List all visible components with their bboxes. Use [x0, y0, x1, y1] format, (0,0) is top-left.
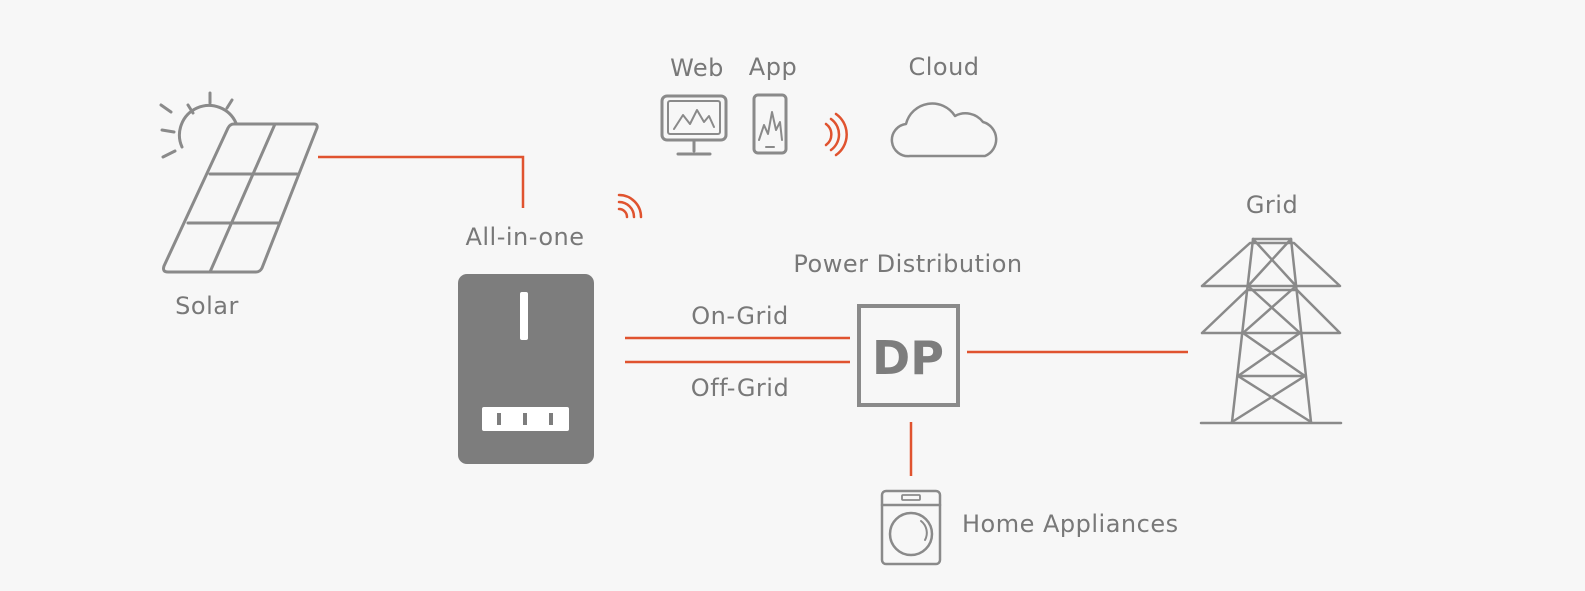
inverter-wifi-icon [617, 193, 643, 219]
solar-to-inverter-line [318, 155, 525, 208]
phone-icon [752, 93, 788, 155]
app-label: App [749, 53, 797, 81]
monitor-icon [660, 94, 728, 156]
app-wifi-icon [824, 112, 848, 157]
dp-text: DP [872, 331, 944, 385]
all-in-one-device-icon [458, 274, 594, 464]
home-appliances-label: Home Appliances [962, 510, 1179, 538]
distribution-panel-icon: DP [857, 304, 960, 407]
cloud-icon [890, 102, 998, 158]
transmission-tower-icon [1199, 237, 1343, 425]
off-grid-label: Off-Grid [691, 374, 789, 402]
all-in-one-label: All-in-one [465, 223, 584, 251]
cloud-label: Cloud [908, 53, 979, 81]
washing-machine-icon [880, 489, 942, 566]
grid-label: Grid [1246, 191, 1298, 219]
web-label: Web [670, 54, 724, 82]
power-distribution-label: Power Distribution [793, 250, 1022, 278]
solar-label: Solar [175, 292, 239, 320]
solar-panel-icon [159, 91, 319, 274]
on-grid-label: On-Grid [691, 302, 789, 330]
